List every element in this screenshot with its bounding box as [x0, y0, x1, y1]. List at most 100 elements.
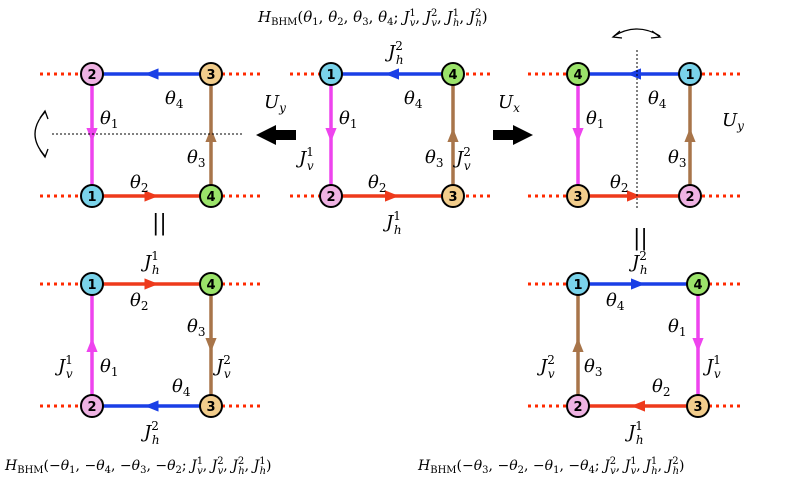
equals-right: || [633, 226, 648, 251]
bond-arrow [325, 128, 337, 142]
site-1 [80, 184, 104, 208]
bond-arrow [692, 338, 704, 352]
site-1 [566, 272, 590, 296]
bond-arrow [144, 400, 159, 412]
site-2 [566, 394, 590, 418]
site-3 [686, 394, 710, 418]
site-label: 4 [448, 68, 457, 83]
site-2 [319, 184, 343, 208]
theta-label: θ4 [404, 88, 423, 111]
theta-label: θ2 [652, 376, 670, 399]
site-label: 4 [206, 278, 215, 293]
theta-label: θ2 [130, 290, 148, 313]
site-label: 4 [573, 68, 582, 83]
site-label: 2 [573, 400, 582, 415]
site-label: 3 [573, 190, 582, 205]
theta-label: θ4 [165, 88, 184, 111]
theta-label: θ4 [648, 88, 667, 111]
bond-arrow [385, 190, 399, 202]
bond-arrow [631, 400, 645, 412]
site-label: 1 [573, 278, 582, 293]
site-label: 4 [206, 190, 215, 205]
bond-arrow [86, 128, 98, 142]
arrow-left-icon [256, 125, 296, 145]
equals-left: || [152, 211, 167, 236]
site-label: 2 [87, 68, 96, 83]
bond-arrow [144, 190, 159, 202]
site-4 [566, 62, 590, 86]
bond-arrow [447, 128, 459, 142]
theta-label: θ3 [668, 147, 686, 170]
bond-arrow [684, 128, 696, 142]
bond-arrow [205, 338, 217, 352]
bond-arrow [86, 338, 98, 352]
site-label: 4 [693, 278, 702, 293]
arrow-right-icon [493, 125, 533, 145]
site-2 [80, 62, 104, 86]
site-label: 3 [206, 400, 215, 415]
site-label: 1 [87, 190, 96, 205]
bond-arrow [627, 190, 641, 202]
theta-label: θ1 [339, 108, 357, 131]
theta-label: θ1 [100, 356, 118, 379]
operator-uy-right: Uy [722, 110, 744, 133]
site-label: 2 [326, 190, 335, 205]
theta-label: θ2 [368, 172, 386, 195]
bond-arrow [144, 68, 159, 80]
bond-arrow [572, 128, 584, 142]
site-label: 3 [206, 68, 215, 83]
site-label: 1 [326, 68, 335, 83]
rotate-arrow-left-icon [34, 111, 46, 157]
theta-label: θ2 [610, 172, 628, 195]
site-3 [566, 184, 590, 208]
site-4 [441, 62, 465, 86]
site-3 [199, 394, 223, 418]
bond-arrow [205, 128, 217, 142]
site-4 [199, 184, 223, 208]
theta-label: θ1 [668, 316, 686, 339]
bond-arrow [144, 278, 159, 290]
site-2 [80, 394, 104, 418]
bond-arrow [572, 338, 584, 352]
bond-arrow [385, 68, 399, 80]
theta-label: θ3 [584, 356, 602, 379]
site-4 [686, 272, 710, 296]
operator-ux: Ux [498, 92, 520, 115]
site-1 [80, 272, 104, 296]
site-1 [678, 62, 702, 86]
theta-label: θ2 [130, 172, 148, 195]
site-3 [199, 62, 223, 86]
bond-arrow [631, 278, 645, 290]
theta-label: θ1 [100, 108, 118, 131]
site-4 [199, 272, 223, 296]
site-label: 3 [448, 190, 457, 205]
site-2 [678, 184, 702, 208]
theta-label: θ1 [586, 108, 604, 131]
site-label: 2 [685, 190, 694, 205]
theta-label: θ4 [606, 290, 625, 313]
theta-label: θ4 [172, 376, 191, 399]
site-label: 1 [87, 278, 96, 293]
site-1 [319, 62, 343, 86]
operator-uy-left: Uy [264, 92, 286, 115]
site-label: 1 [685, 68, 694, 83]
theta-label: θ3 [187, 316, 205, 339]
site-label: 2 [87, 400, 96, 415]
site-3 [441, 184, 465, 208]
